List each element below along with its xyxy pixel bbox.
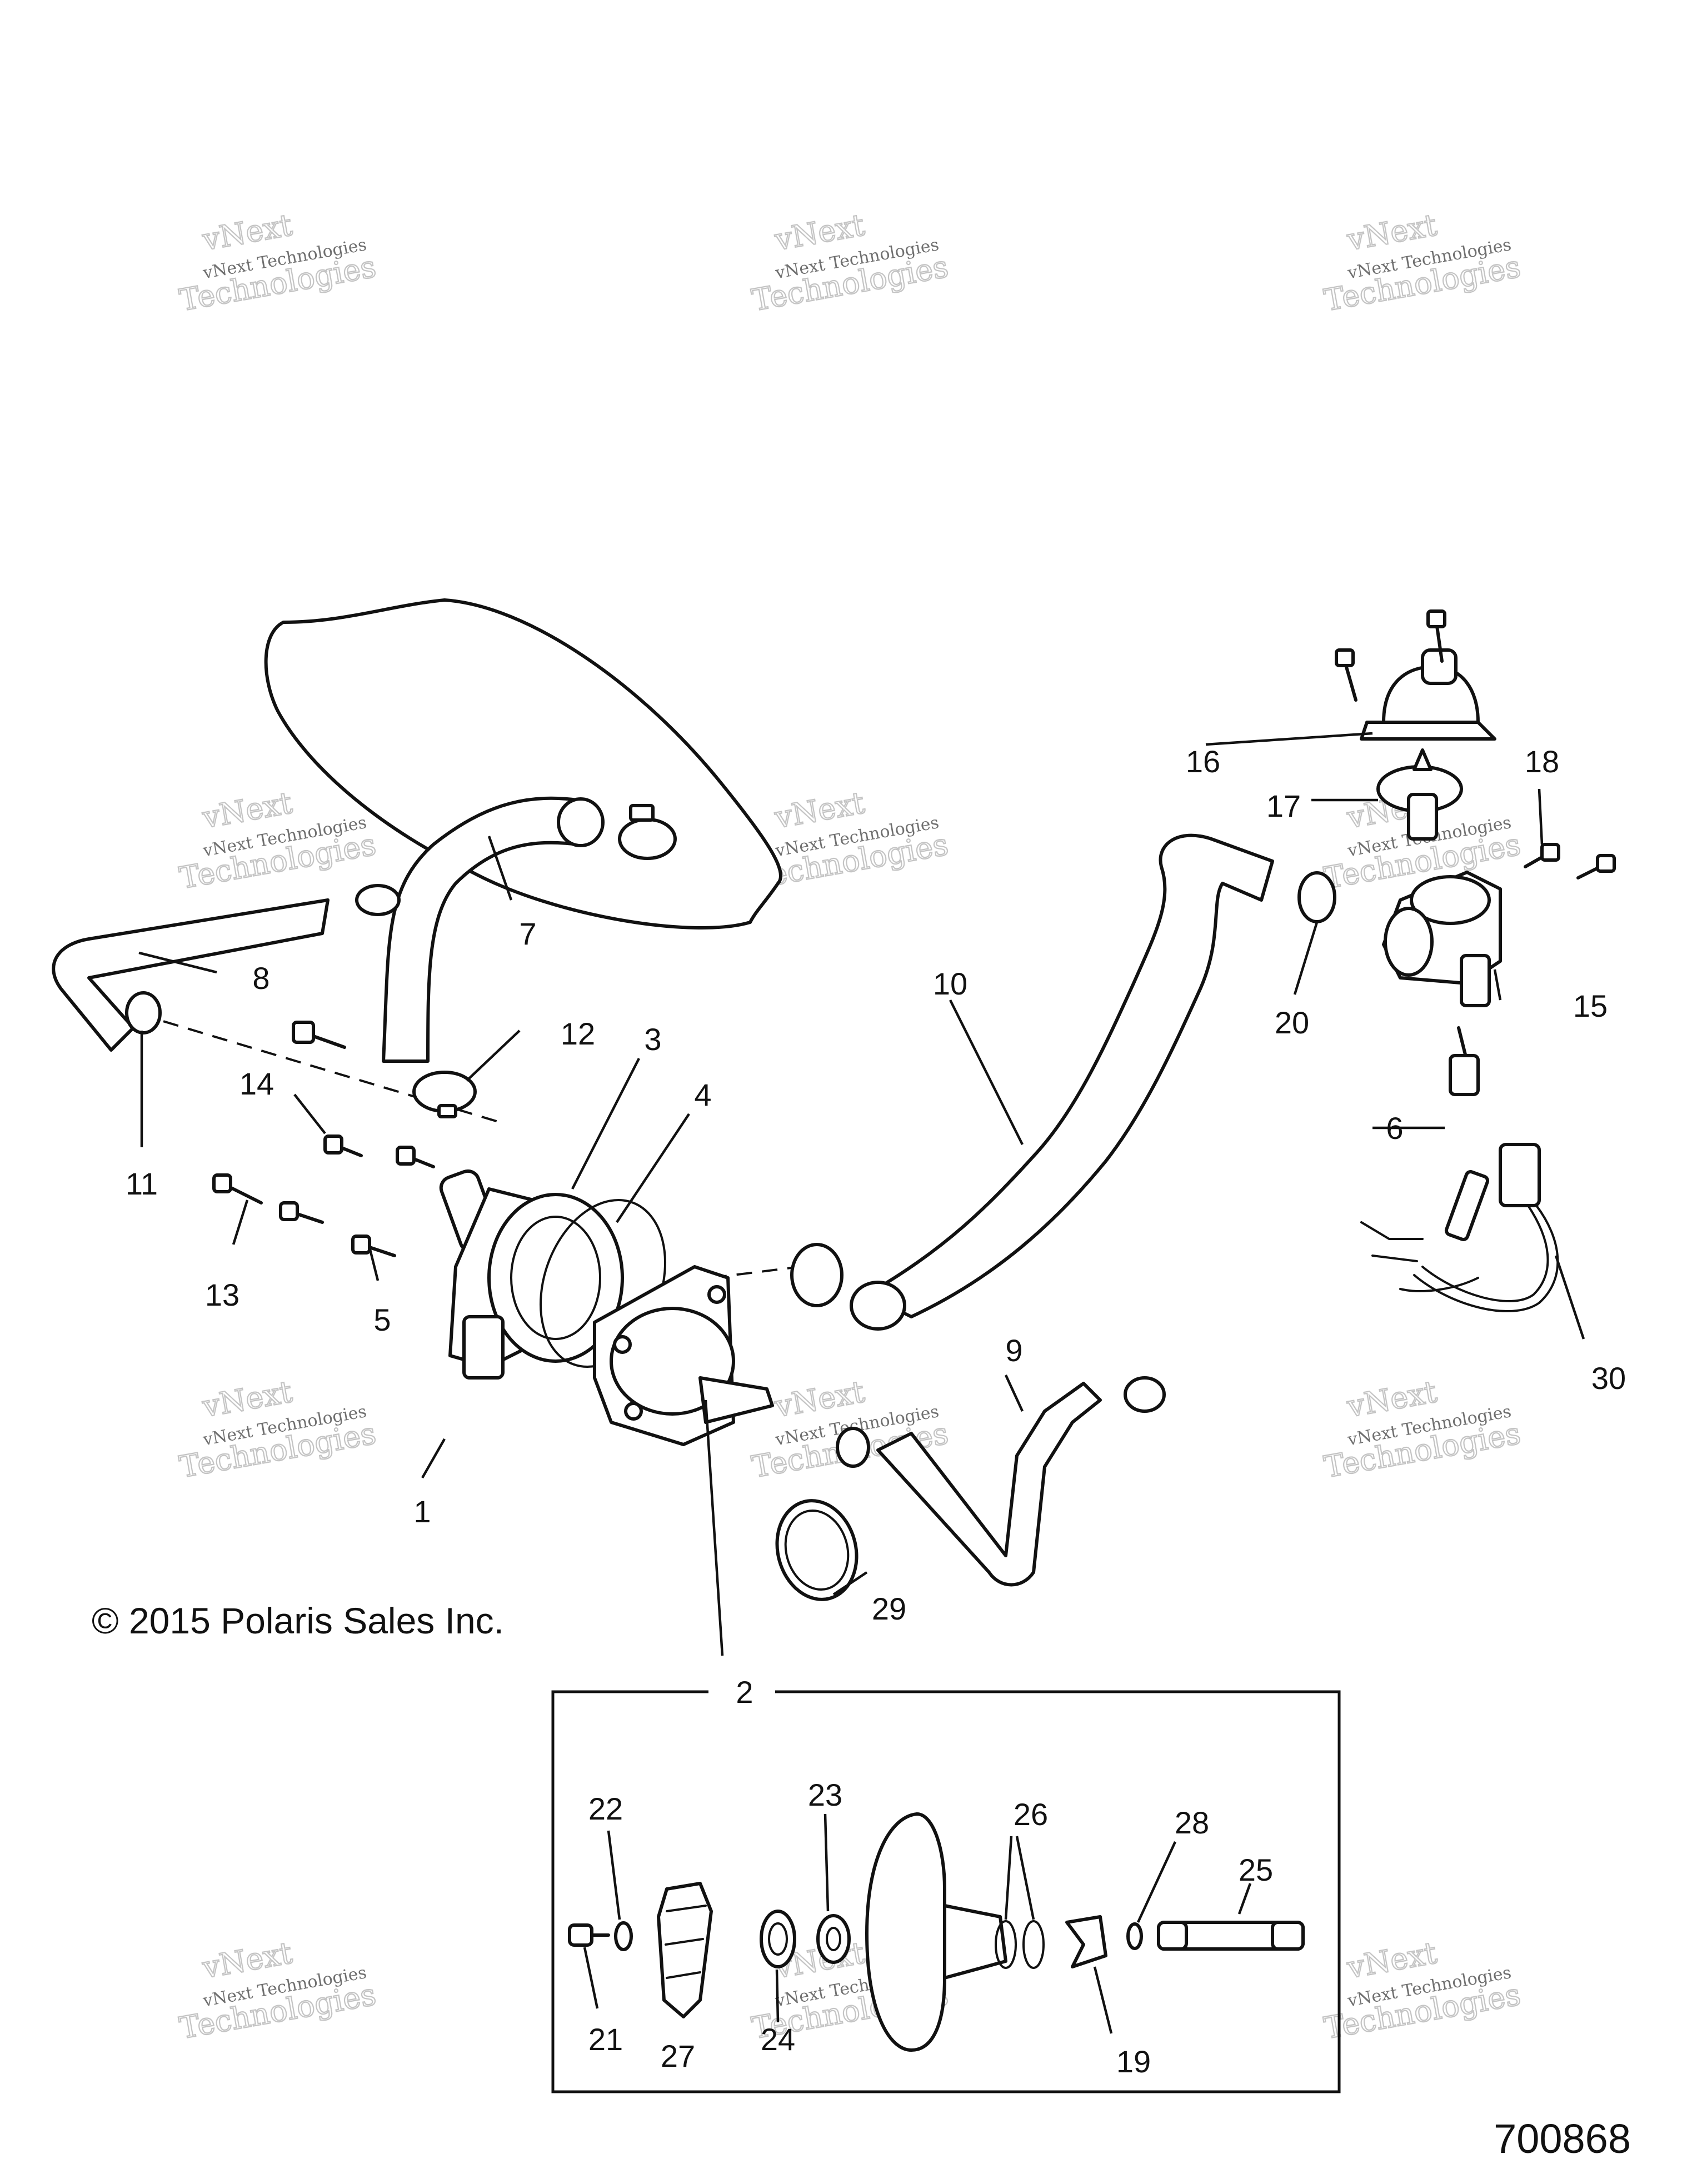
bolt-part-14b [323, 1135, 363, 1157]
callout-6: 6 [1386, 1111, 1403, 1146]
leader-lines-inset [583, 1813, 1252, 2034]
callout-12: 12 [561, 1016, 595, 1051]
callout-25: 25 [1239, 1852, 1273, 1887]
bolt-part-18b [1576, 854, 1616, 879]
bolt-part-5a [396, 1146, 435, 1168]
shaft-part-25 [1157, 1921, 1305, 1951]
callout-26: 26 [1014, 1797, 1048, 1832]
hose-10-end [850, 1281, 906, 1331]
hose-clamp-mid [790, 1243, 843, 1307]
hose-clamp-part-9b [836, 1427, 870, 1468]
callout-1: 1 [413, 1494, 431, 1529]
callout-20: 20 [1275, 1005, 1309, 1040]
callout-30: 30 [1591, 1361, 1626, 1396]
callout-29: 29 [872, 1591, 906, 1626]
hose-clamp-part-20 [1297, 871, 1336, 923]
callout-3: 3 [644, 1022, 661, 1057]
thermostat-housing-part-15 [1382, 871, 1502, 1007]
callout-10: 10 [933, 966, 967, 1001]
leader-lines-main [138, 732, 1585, 1656]
copyright-notice: © 2015 Polaris Sales Inc. [92, 1600, 504, 1641]
pump-cover-inset [865, 1812, 1007, 2052]
hose-clamp-upper [618, 804, 677, 860]
bearing-part-23 [816, 1914, 851, 1964]
bolt-part-21 [568, 1923, 610, 1947]
o-rings-part-26 [995, 1920, 1045, 1969]
bolt-part-5c [351, 1235, 396, 1257]
seal-ring-inner [784, 1510, 850, 1591]
callout-15: 15 [1573, 988, 1608, 1023]
engine-case-outline [264, 598, 782, 929]
callout-24: 24 [761, 2022, 795, 2057]
bolt-part-14a [292, 1021, 346, 1049]
hose-clamp-small-left [355, 884, 401, 916]
bolt-part-18a [1524, 843, 1560, 868]
hose-clamp-part-11 [125, 991, 162, 1034]
watermark-bottom-right: vNext vNext Technologies Technologies [1321, 1935, 1524, 2046]
callout-4: 4 [694, 1077, 711, 1112]
hose-clamp-part-12 [412, 1071, 477, 1118]
callout-14: 14 [239, 1066, 274, 1101]
callout-28: 28 [1175, 1805, 1209, 1840]
inset-box-part-2 [551, 1690, 1341, 2093]
callout-21: 21 [588, 2022, 623, 2057]
water-pump-housing [439, 1169, 624, 1380]
hose-clamp-part-9a [1124, 1376, 1166, 1413]
callout-18: 18 [1525, 744, 1559, 779]
watermark-top-center: vNext vNext Technologies Technologies [748, 207, 951, 318]
hose-part-9 [876, 1382, 1102, 1587]
callout-13: 13 [205, 1277, 239, 1312]
callout-22: 22 [588, 1791, 623, 1826]
temperature-sensor-part-6 [1449, 1026, 1480, 1096]
washer-part-28 [1126, 1922, 1143, 1950]
watermark-top-right: vNext vNext Technologies Technologies [1321, 207, 1524, 318]
callout-7: 7 [519, 916, 536, 951]
callout-9: 9 [1005, 1333, 1022, 1368]
callout-2: 2 [736, 1675, 753, 1710]
hose-part-10 [865, 833, 1274, 1318]
watermark-bottom-left: vNext vNext Technologies Technologies [176, 1935, 379, 2046]
impeller-part-27 [657, 1882, 713, 2018]
thermostat-part-17 [1376, 748, 1463, 841]
callout-11: 11 [126, 1166, 158, 1201]
callout-5: 5 [373, 1302, 391, 1337]
seal-part-24 [760, 1910, 796, 1968]
watermark-low-left: vNext vNext Technologies Technologies [176, 1373, 379, 1485]
callout-8: 8 [252, 961, 269, 996]
bolt-part-16b [1426, 609, 1446, 663]
hose-7-end [557, 797, 605, 847]
watermark-top-left: vNext vNext Technologies Technologies [176, 207, 379, 318]
seal-ring-part-29 [775, 1499, 859, 1601]
hose-part-8 [52, 898, 330, 1052]
callout-27: 27 [661, 2038, 695, 2073]
figure-number: 700868 [1494, 2116, 1631, 2162]
bolt-part-16a [1335, 648, 1357, 702]
washer-part-22 [614, 1921, 633, 1951]
water-pump-cover-assembly [593, 1265, 774, 1446]
callout-16: 16 [1186, 744, 1220, 779]
bolt-part-5b [279, 1201, 324, 1224]
thermostat-cover-part-16 [1360, 648, 1496, 741]
watermark-low-right: vNext vNext Technologies Technologies [1321, 1373, 1524, 1485]
callout-17: 17 [1266, 788, 1301, 823]
wiring-harness-part-30 [1360, 1143, 1559, 1313]
callout-23: 23 [808, 1777, 842, 1812]
bolt-part-13 [212, 1173, 263, 1205]
clip-part-19 [1065, 1915, 1107, 1968]
callout-19: 19 [1116, 2044, 1151, 2079]
